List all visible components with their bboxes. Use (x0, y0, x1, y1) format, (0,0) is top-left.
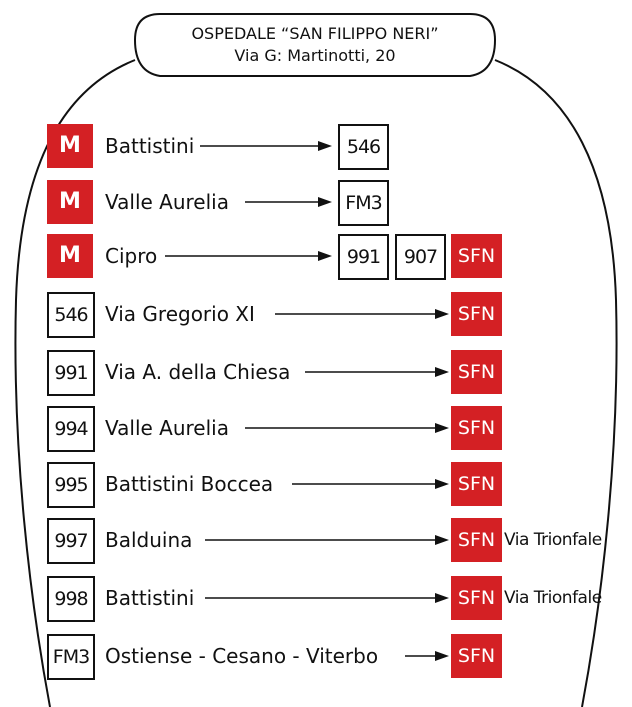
sfn-badge: SFN (451, 350, 502, 394)
stop-label: Valle Aurelia (105, 180, 233, 224)
bus-line-box: 907 (395, 234, 446, 280)
stop-label: Balduina (105, 518, 197, 562)
stop-label: Valle Aurelia (105, 406, 233, 450)
arrow-line (305, 367, 449, 377)
stop-label: Battistini (105, 576, 199, 620)
arrow-line (205, 535, 449, 545)
route-note: Via Trionfale (504, 588, 602, 608)
arrow-line (165, 251, 332, 261)
stop-label: Ostiense - Cesano - Viterbo (105, 634, 383, 678)
bus-line-box: 994 (47, 406, 95, 452)
hospital-address: Via G: Martinotti, 20 (234, 46, 396, 65)
arrow-line (200, 141, 332, 151)
arrow-line (405, 651, 449, 661)
bus-row-fm3: FM3 Ostiense - Cesano - Viterbo SFN (0, 634, 632, 680)
arrow-line (245, 423, 449, 433)
sfn-badge: SFN (451, 462, 502, 506)
stop-label: Battistini Boccea (105, 462, 278, 506)
bus-line-box: 995 (47, 462, 95, 508)
bus-row-995: 995 Battistini Boccea SFN (0, 462, 632, 508)
bus-line-box: 991 (338, 234, 389, 280)
stop-label: Cipro (105, 234, 162, 278)
metro-badge: M (47, 124, 93, 168)
header-box (133, 13, 497, 77)
bus-row-994: 994 Valle Aurelia SFN (0, 406, 632, 452)
stop-label: Battistini (105, 124, 199, 168)
bus-line-box: 546 (338, 124, 389, 170)
metro-row-valle-aurelia: M Valle Aurelia FM3 (0, 180, 632, 226)
bus-row-997: 997 Balduina SFN Via Trionfale (0, 518, 632, 564)
route-note: Via Trionfale (504, 530, 602, 550)
bus-line-box: FM3 (338, 180, 389, 226)
sfn-badge: SFN (451, 406, 502, 450)
metro-badge: M (47, 180, 93, 224)
arrow-line (205, 593, 449, 603)
sfn-badge: SFN (451, 518, 502, 562)
metro-row-battistini: M Battistini 546 (0, 124, 632, 170)
bus-line-box: 991 (47, 350, 95, 396)
metro-row-cipro: M Cipro 991 907 SFN (0, 234, 632, 280)
arrow-line (292, 479, 449, 489)
bus-line-box: 997 (47, 518, 95, 564)
bus-row-991: 991 Via A. della Chiesa SFN (0, 350, 632, 396)
bus-row-546: 546 Via Gregorio XI SFN (0, 292, 632, 338)
bus-line-box: FM3 (47, 634, 95, 680)
arrow-line (275, 309, 449, 319)
sfn-badge: SFN (451, 234, 502, 278)
sfn-badge: SFN (451, 634, 502, 678)
sfn-badge: SFN (451, 292, 502, 336)
sfn-badge: SFN (451, 576, 502, 620)
bus-line-box: 546 (47, 292, 95, 338)
stop-label: Via A. della Chiesa (105, 350, 295, 394)
arrow-line (245, 197, 332, 207)
metro-badge: M (47, 234, 93, 278)
bus-line-box: 998 (47, 576, 95, 622)
hospital-name: OSPEDALE “SAN FILIPPO NERI” (191, 24, 439, 43)
frame-outline (14, 59, 618, 707)
bus-row-998: 998 Battistini SFN Via Trionfale (0, 576, 632, 622)
stop-label: Via Gregorio XI (105, 292, 259, 336)
